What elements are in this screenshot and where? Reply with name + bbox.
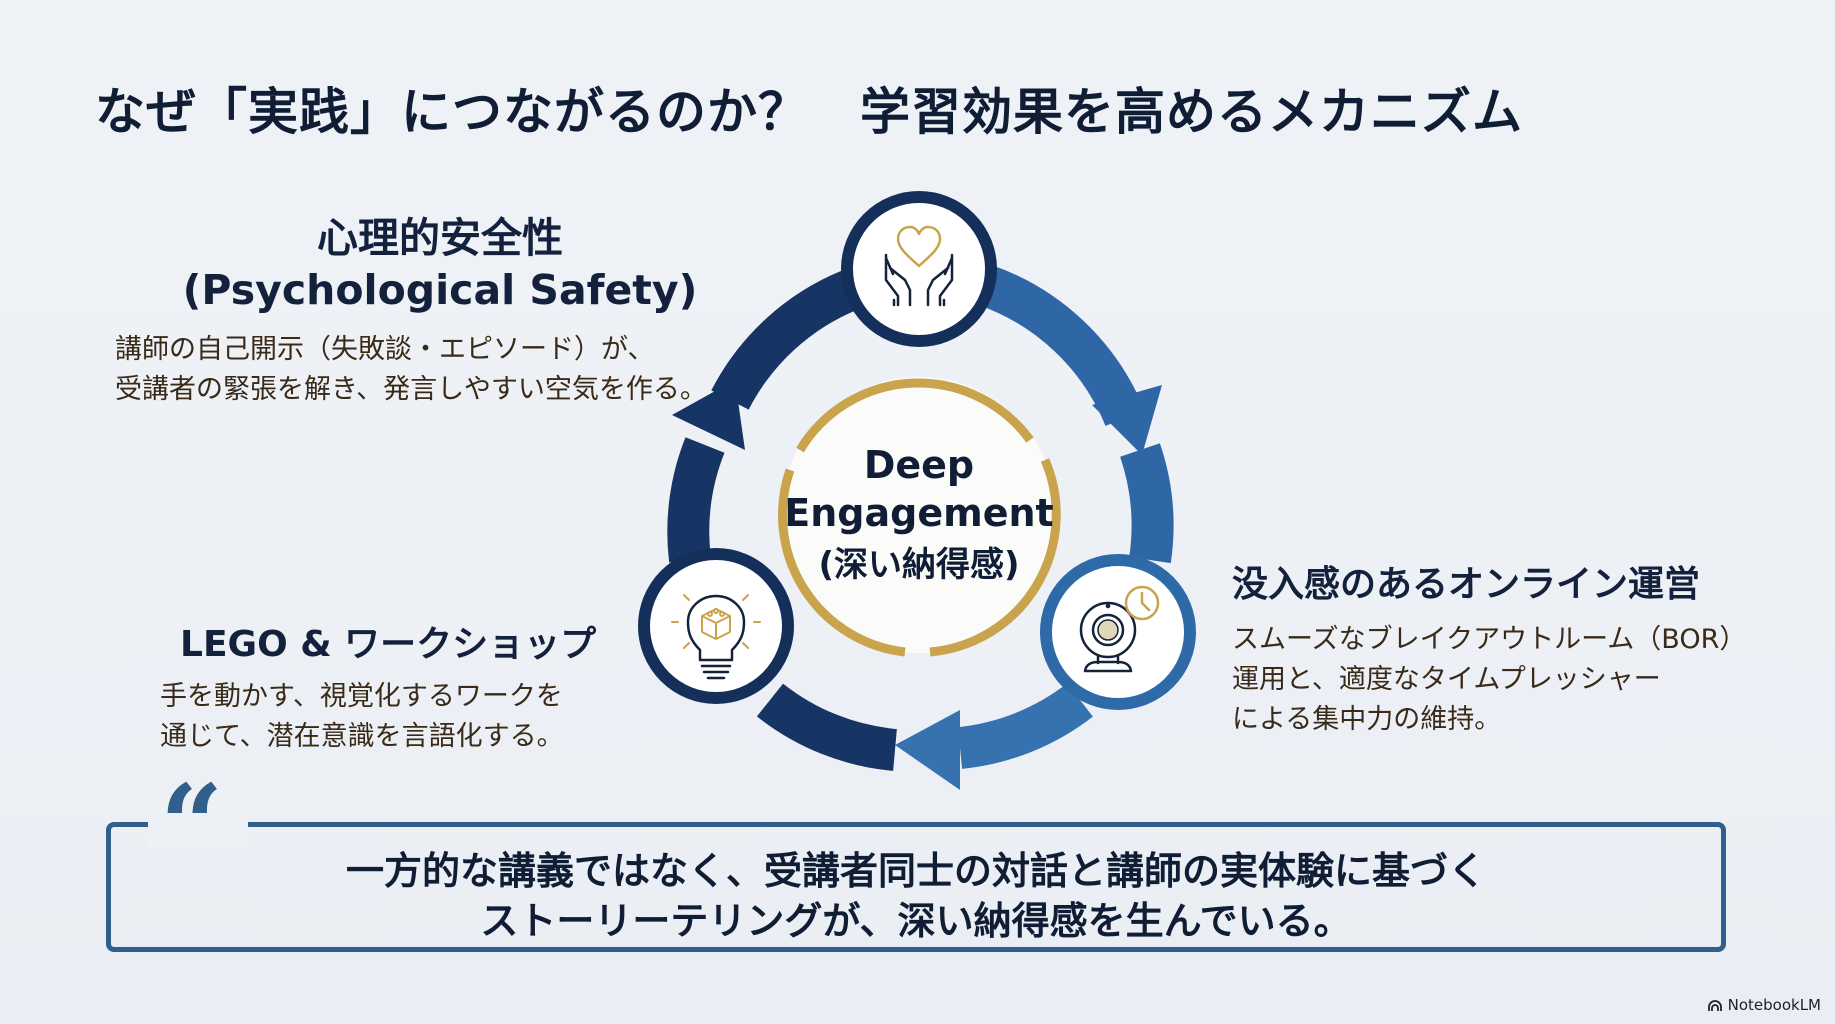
- psychological-safety-line-1: 講師の自己開示（失敗談・エピソード）が、: [115, 334, 655, 365]
- center-label-deep: Deep: [863, 443, 975, 487]
- webcam-clock-icon: [1079, 585, 1160, 673]
- center-label-japanese: (深い納得感): [818, 545, 1020, 585]
- notebooklm-logo-icon: [1707, 999, 1722, 1011]
- cycle-arrow-right-to-left: [957, 683, 1093, 769]
- hands-heart-icon: [884, 225, 954, 307]
- psychological-safety-line-2: 受講者の緊張を解き、発言しやすい空気を作る。: [115, 374, 707, 405]
- center-label-engagement: Engagement: [784, 491, 1054, 535]
- online-operation-heading: 没入感のあるオンライン運営: [1232, 564, 1701, 605]
- gold-ring-arc-right: [929, 458, 1061, 657]
- cycle-arrow-top-to-right: [977, 265, 1145, 427]
- psychological-safety-title-ja: 心理的安全性: [317, 214, 563, 262]
- quote-mark-icon: “: [160, 760, 224, 889]
- node-lego-workshop: [638, 548, 794, 704]
- brand-watermark: NotebookLM: [1707, 996, 1821, 1014]
- cycle-arrow-left-to-top: [667, 437, 725, 563]
- lightbulb-lego-icon: [671, 594, 761, 680]
- page-title: なぜ「実践」につながるのか？ 学習効果を高めるメカニズム: [95, 83, 1523, 141]
- brand-name: NotebookLM: [1727, 996, 1821, 1014]
- psychological-safety-heading: 心理的安全性 (Psychological Safety): [180, 212, 700, 316]
- quote-box: [106, 822, 1726, 952]
- online-operation-description: スムーズなブレイクアウトルーム（BOR） 運用と、適度なタイムプレッシャー によ…: [1232, 620, 1746, 740]
- arrow-head-right: [1092, 385, 1162, 455]
- lego-workshop-line-2: 通じて、潜在意識を言語化する。: [160, 721, 564, 752]
- online-operation-line-2: 運用と、適度なタイムプレッシャー: [1232, 664, 1661, 695]
- center-circle: [781, 377, 1057, 653]
- online-operation-line-1: スムーズなブレイクアウトルーム（BOR）: [1232, 624, 1747, 655]
- gold-ring-arc-left: [778, 468, 906, 657]
- node-psychological-safety: [841, 191, 997, 347]
- psychological-safety-title-en: (Psychological Safety): [182, 266, 698, 314]
- lego-workshop-heading: LEGO & ワークショップ: [180, 624, 597, 665]
- quote-line-2: ストーリーテリングが、深い納得感を生んでいる。: [480, 899, 1352, 943]
- psychological-safety-description: 講師の自己開示（失敗談・エピソード）が、 受講者の緊張を解き、発言しやすい空気を…: [115, 330, 707, 410]
- lego-workshop-line-1: 手を動かす、視覚化するワークを: [160, 681, 563, 712]
- arrow-head-bottom: [895, 710, 960, 790]
- node-online-operation: [1040, 554, 1196, 710]
- online-operation-line-3: による集中力の維持。: [1232, 704, 1502, 735]
- quote-line-1: 一方的な講義ではなく、受講者同士の対話と講師の実体験に基づく: [345, 849, 1486, 893]
- gold-ring-arc-top: [796, 378, 1034, 453]
- lego-workshop-description: 手を動かす、視覚化するワークを 通じて、潜在意識を言語化する。: [160, 677, 564, 757]
- quote-mark-background: [148, 790, 248, 850]
